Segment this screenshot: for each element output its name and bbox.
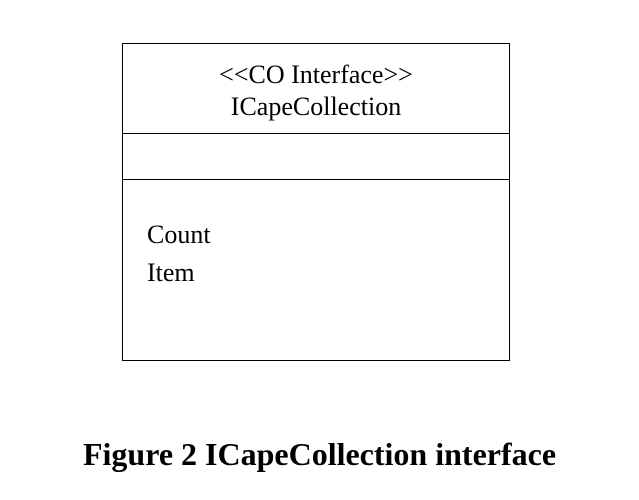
operation-list: Count Item: [147, 216, 211, 292]
uml-class-box: <<CO Interface>> ICapeCollection Count I…: [122, 43, 510, 361]
figure-caption: Figure 2 ICapeCollection interface: [82, 436, 557, 472]
class-stereotype: <<CO Interface>>: [219, 60, 413, 89]
operation-item-count: Count: [147, 220, 211, 249]
class-name: ICapeCollection: [230, 92, 402, 121]
operation-item-item: Item: [147, 258, 195, 287]
operations-compartment: Count Item: [123, 180, 509, 360]
class-name-compartment: <<CO Interface>> ICapeCollection: [123, 44, 509, 134]
attributes-compartment: [123, 134, 509, 180]
